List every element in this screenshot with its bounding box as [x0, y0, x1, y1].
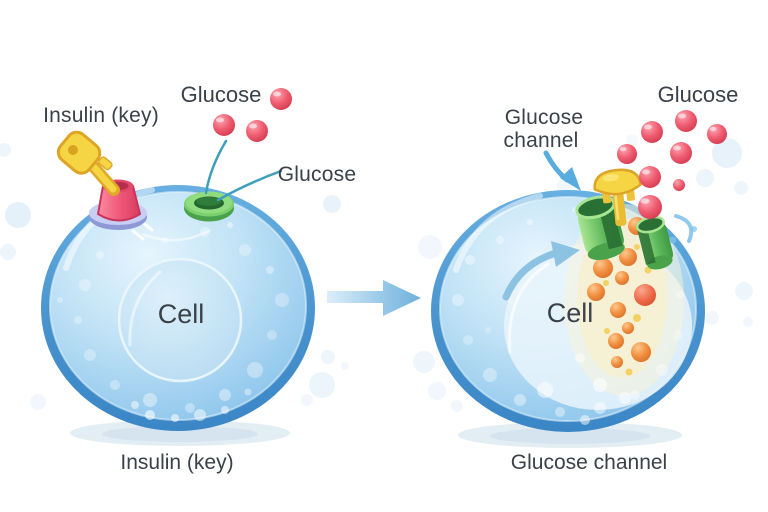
glucose-channel-label-line2: channel	[504, 129, 579, 152]
glucose-sparkle-dots	[603, 244, 652, 376]
left-cell-label: Cell	[158, 299, 205, 329]
insulin-key-label: Insulin (key)	[43, 104, 159, 127]
glucose-channel-open-icon	[575, 168, 697, 270]
uptake-arrow-icon	[502, 241, 580, 301]
glucose-label-right: Glucose	[658, 82, 739, 107]
glucose-molecules-left	[213, 88, 292, 142]
insulin-key-plug-icon	[593, 168, 642, 227]
left-cell: Cell	[41, 185, 315, 446]
right-caption: Glucose channel	[511, 451, 667, 474]
glucose-pointer-label: Glucose	[278, 163, 356, 186]
cell-texture	[57, 207, 289, 422]
right-cell-label: Cell	[547, 298, 594, 328]
insulin-receptor-icon	[89, 179, 147, 230]
background-bubbles	[0, 134, 753, 412]
leader-line-glucose-left	[204, 139, 228, 195]
leader-line-glucose-right	[216, 169, 283, 202]
left-caption: Insulin (key)	[120, 451, 233, 474]
sparkle-dashes	[131, 220, 154, 241]
cell-texture	[452, 207, 684, 425]
glucose-molecules-right	[617, 110, 727, 219]
nucleus	[117, 257, 243, 383]
glucose-label-left: Glucose	[181, 82, 262, 107]
membrane-splash	[669, 214, 697, 244]
transition-arrow-icon	[327, 280, 421, 316]
glucose-channel-label-line1: Glucose	[505, 106, 583, 129]
insulin-key-icon	[56, 130, 120, 196]
pointer-arrow-icon	[543, 150, 581, 191]
